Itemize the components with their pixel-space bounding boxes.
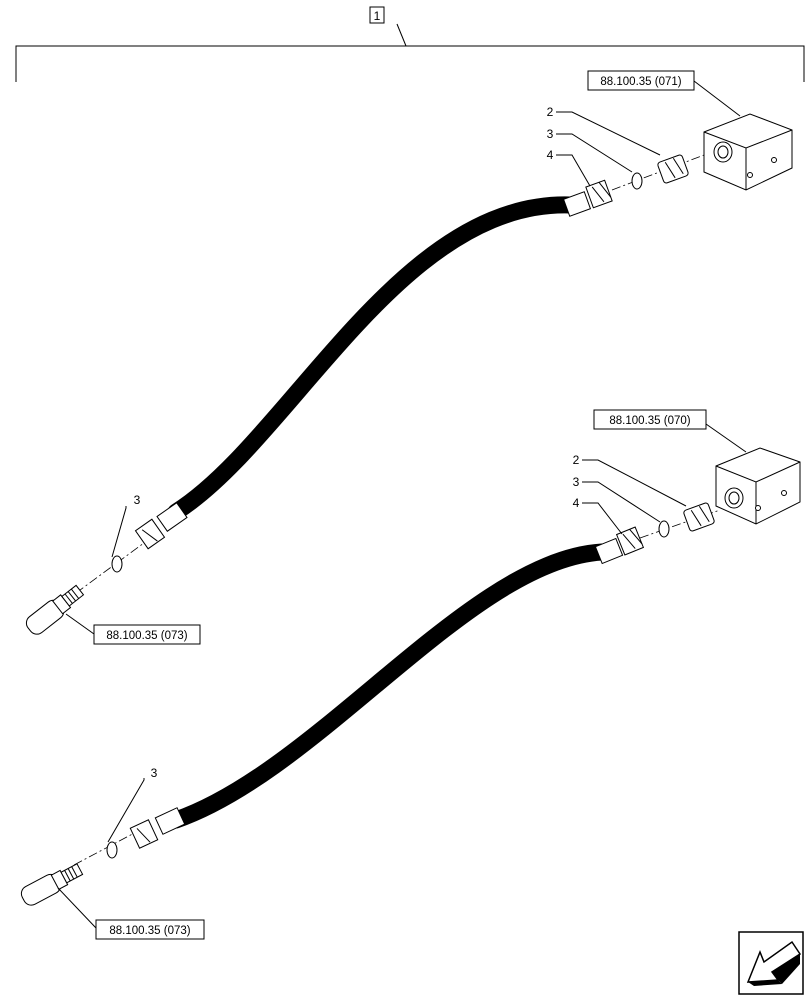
assembly-number[interactable]: 1 — [374, 9, 381, 23]
lower-hose-top-fitting — [594, 526, 645, 565]
upper-oring-coupler[interactable] — [111, 555, 123, 573]
upper-quick-coupler[interactable] — [23, 582, 86, 637]
lower-valve-block[interactable] — [715, 447, 801, 525]
lower-hose-bottom-fitting — [129, 807, 186, 849]
next-page-arrow-icon[interactable] — [738, 931, 804, 995]
callout-upper-hose[interactable]: 4 — [547, 148, 554, 162]
upper-adapter[interactable] — [657, 154, 689, 184]
upper-hose-assembly: 2 3 4 3 88.100.35 (071) 88.100.35 (073) — [23, 70, 793, 645]
callout-lower-oring-block[interactable]: 3 — [573, 475, 580, 489]
ref-lower-block[interactable]: 88.100.35 (070) — [609, 415, 690, 427]
ref-upper-block[interactable]: 88.100.35 (071) — [600, 76, 681, 88]
lower-adapter[interactable] — [683, 502, 715, 532]
ref-upper-coupler[interactable]: 88.100.35 (073) — [106, 630, 187, 642]
callout-upper-oring-block[interactable]: 3 — [547, 127, 554, 141]
lower-oring-coupler[interactable] — [106, 841, 118, 859]
callout-lower-adapter[interactable]: 2 — [573, 453, 580, 467]
callout-upper-adapter[interactable]: 2 — [547, 105, 554, 119]
upper-valve-block[interactable] — [703, 113, 793, 191]
callout-upper-oring-coupler[interactable]: 3 — [134, 493, 141, 507]
callout-lower-oring-coupler[interactable]: 3 — [151, 766, 158, 780]
ref-lower-coupler[interactable]: 88.100.35 (073) — [109, 925, 190, 937]
lower-quick-coupler[interactable] — [19, 860, 85, 908]
upper-hose-bottom-fitting — [134, 502, 188, 550]
lower-hose-assembly: 2 3 4 3 88.100.35 (070) 88.100.35 (073) — [19, 409, 801, 940]
assembly-bracket: 1 — [15, 6, 805, 82]
upper-hose-top-fitting — [562, 179, 613, 217]
callout-lower-hose[interactable]: 4 — [573, 496, 580, 510]
upper-oring-block[interactable] — [631, 172, 643, 190]
lower-hose[interactable] — [167, 543, 611, 829]
lower-oring-block[interactable] — [658, 520, 670, 538]
